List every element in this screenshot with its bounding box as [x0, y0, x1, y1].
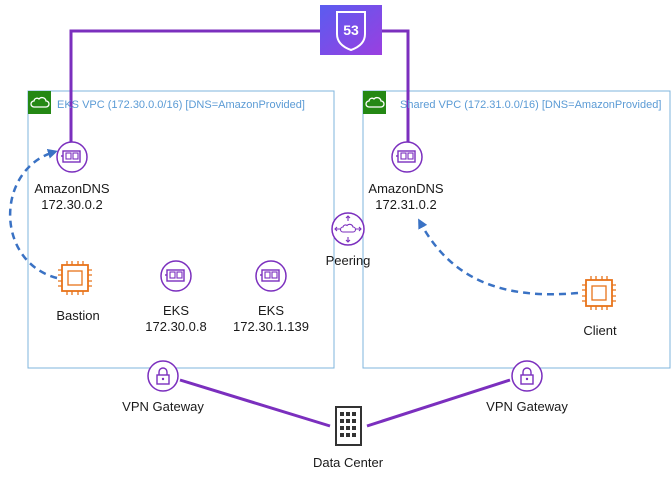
client-label: Client: [583, 323, 617, 338]
eks-amazondns-eni-icon[interactable]: [56, 141, 88, 173]
vpn-link-right: [366, 378, 511, 428]
shared-amazondns-ip: 172.31.0.2: [375, 197, 437, 212]
shared-vpc-title: Shared VPC (172.31.0.0/16) [DNS=AmazonPr…: [400, 99, 662, 111]
eks-node-2-label: EKS 172.30.1.139: [221, 303, 321, 335]
client-instance-icon[interactable]: [582, 276, 616, 310]
eks-node-1-eni-icon[interactable]: [160, 260, 192, 292]
eks-node-1-label: EKS 172.30.0.8: [136, 303, 216, 335]
shared-vpc-cloud-icon: [363, 91, 386, 114]
eks-node-1-ip: 172.30.0.8: [145, 319, 207, 334]
eks-node-2-ip: 172.30.1.139: [233, 319, 309, 334]
eks-node-2-eni-icon[interactable]: [255, 260, 287, 292]
eks-amazondns-name: AmazonDNS: [34, 181, 110, 196]
shared-amazondns-name: AmazonDNS: [368, 181, 444, 196]
eks-node-1-name: EKS: [162, 303, 189, 318]
eks-amazondns-label: AmazonDNS 172.30.0.2: [22, 181, 122, 213]
shared-amazondns-label: AmazonDNS 172.31.0.2: [356, 181, 456, 213]
route53-icon[interactable]: 53: [320, 5, 382, 55]
route53-label: 53: [343, 22, 359, 38]
route53-link-shared: [382, 29, 410, 145]
bastion-label: Bastion: [56, 308, 100, 323]
data-center-label: Data Center: [312, 455, 384, 470]
route53-link-eks: [69, 29, 320, 163]
data-center-building-icon[interactable]: [335, 406, 362, 446]
eks-vpc-title: EKS VPC (172.30.0.0/16) [DNS=AmazonProvi…: [57, 99, 305, 111]
peering-icon[interactable]: [331, 212, 365, 246]
vpn-gateway-left-icon[interactable]: [147, 360, 179, 392]
eks-amazondns-ip: 172.30.0.2: [41, 197, 103, 212]
eks-vpc-cloud-icon: [28, 91, 51, 114]
vpn-link-left: [179, 378, 331, 428]
vpn-gateway-left-label: VPN Gateway: [122, 399, 204, 414]
shared-amazondns-eni-icon[interactable]: [391, 141, 423, 173]
eks-node-2-name: EKS: [257, 303, 284, 318]
vpn-gateway-right-label: VPN Gateway: [486, 399, 568, 414]
client-dns-arrow: [418, 218, 579, 296]
peering-label: Peering: [325, 253, 371, 268]
bastion-instance-icon[interactable]: [58, 261, 92, 295]
vpn-gateway-right-icon[interactable]: [511, 360, 543, 392]
bastion-dns-arrow: [9, 148, 58, 280]
